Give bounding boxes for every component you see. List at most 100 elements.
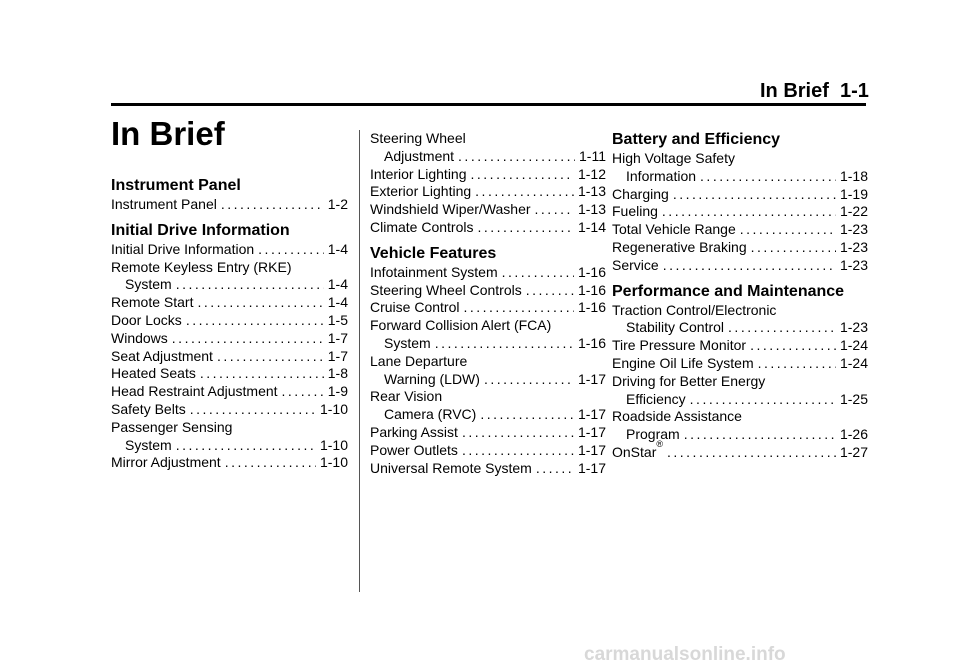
toc-entry-title: Remote Start — [111, 294, 194, 311]
toc-entry-page: 1-4 — [327, 294, 348, 311]
toc-entry-page: 1-16 — [577, 299, 606, 316]
toc-entry[interactable]: Warning (LDW)1-17 — [370, 371, 606, 389]
toc-entry[interactable]: Universal Remote System1-17 — [370, 460, 606, 478]
section-heading: Instrument Panel — [111, 177, 241, 194]
dot-leader — [435, 335, 574, 353]
dot-leader — [176, 276, 324, 294]
dot-leader — [484, 371, 574, 389]
toc-entry-title: Charging — [612, 185, 669, 202]
toc-entry-line1: Rear Vision — [370, 388, 443, 405]
toc-entry[interactable]: Head Restraint Adjustment1-9 — [111, 383, 348, 401]
toc-entry[interactable]: Steering Wheel Controls1-16 — [370, 282, 606, 300]
dot-leader — [751, 239, 836, 257]
toc-entry[interactable]: Windows1-7 — [111, 330, 348, 348]
toc-entry-page: 1-17 — [577, 459, 606, 476]
dot-leader — [462, 442, 574, 460]
toc-entry-title: Fueling — [612, 203, 658, 220]
toc-entry-title: Tire Pressure Monitor — [612, 337, 747, 354]
toc-entry-page: 1-16 — [577, 263, 606, 280]
toc-entry-page: 1-27 — [839, 443, 868, 460]
dot-leader — [258, 241, 324, 259]
dot-leader — [700, 168, 836, 186]
dot-leader — [673, 186, 836, 204]
toc-entry-page: 1-16 — [577, 334, 606, 351]
toc-entry-title: Engine Oil Life System — [612, 354, 754, 371]
toc-entry[interactable]: Adjustment1-11 — [370, 148, 606, 166]
toc-entry-page: 1-24 — [839, 354, 868, 371]
header-page-number: 1-1 — [840, 80, 869, 102]
page-title: In Brief — [111, 115, 225, 152]
toc-entry[interactable]: Windshield Wiper/Washer 1-13 — [370, 201, 606, 219]
toc-entry-page: 1-17 — [577, 370, 606, 387]
toc-entry-page: 1-22 — [839, 203, 868, 220]
toc-entry[interactable]: Information 1-18 — [612, 168, 868, 186]
dot-leader — [758, 355, 836, 373]
toc-entry-title: Initial Drive Information — [111, 240, 255, 257]
toc-entry-title: Stability Control — [626, 319, 725, 336]
toc-entry[interactable]: Service1-23 — [612, 257, 868, 275]
toc-entry[interactable]: Engine Oil Life System 1-24 — [612, 355, 868, 373]
toc-entry[interactable]: Remote Start 1-4 — [111, 294, 348, 312]
toc-entry-title: Parking Assist — [370, 423, 458, 440]
toc-entry[interactable]: Heated Seats1-8 — [111, 365, 348, 383]
toc-entry-title: Power Outlets — [370, 441, 458, 458]
toc-entry[interactable]: OnStar®1-27 — [612, 440, 868, 462]
toc-entry[interactable]: Mirror Adjustment1-10 — [111, 454, 348, 472]
toc-entry-page: 1-4 — [327, 240, 348, 257]
toc-entry[interactable]: Climate Controls1-14 — [370, 219, 606, 237]
toc-entry-title: System — [125, 276, 172, 293]
toc-entry[interactable]: Interior Lighting1-12 — [370, 166, 606, 184]
toc-entry[interactable]: Exterior Lighting1-13 — [370, 183, 606, 201]
toc-entry[interactable]: Instrument Panel1-2 — [111, 196, 348, 214]
toc-entry[interactable]: System1-4 — [111, 276, 348, 294]
toc-entry[interactable]: Seat Adjustment1-7 — [111, 348, 348, 366]
toc-entry-title: System — [125, 436, 172, 453]
toc-entry-title: Door Locks — [111, 311, 182, 328]
dot-leader — [502, 264, 574, 282]
toc-entry[interactable]: Power Outlets1-17 — [370, 442, 606, 460]
toc-entry-title: Regenerative Braking — [612, 238, 747, 255]
toc-entry[interactable]: Charging1-19 — [612, 186, 868, 204]
toc-entry-line1: Driving for Better Energy — [612, 372, 766, 389]
toc-entry[interactable]: Efficiency1-25 — [612, 391, 868, 409]
toc-entry[interactable]: System 1-10 — [111, 437, 348, 455]
toc-entry-page: 1-18 — [839, 167, 868, 184]
toc-entry[interactable]: Parking Assist1-17 — [370, 424, 606, 442]
toc-entry[interactable]: Cruise Control 1-16 — [370, 299, 606, 317]
toc-entry-page: 1-7 — [327, 347, 348, 364]
toc-entry-line1: Passenger Sensing — [111, 418, 233, 435]
section-heading: Vehicle Features — [370, 244, 497, 262]
dot-leader — [690, 391, 836, 409]
toc-entry-title: Total Vehicle Range — [612, 221, 736, 238]
toc-entry-title: Cruise Control — [370, 299, 460, 316]
dot-leader — [728, 319, 836, 337]
dot-leader — [536, 460, 574, 478]
toc-entry-title: Windshield Wiper/Washer — [370, 201, 531, 218]
toc-entry-page: 1-10 — [319, 436, 348, 453]
toc-entry-title: Heated Seats — [111, 365, 196, 382]
toc-entry-page: 1-13 — [577, 201, 606, 218]
toc-entry[interactable]: Tire Pressure Monitor 1-24 — [612, 337, 868, 355]
dot-leader — [663, 257, 836, 275]
toc-entry[interactable]: Total Vehicle Range1-23 — [612, 221, 868, 239]
toc-entry-title: Camera (RVC) — [384, 406, 477, 423]
toc-entry[interactable]: System1-16 — [370, 335, 606, 353]
toc-entry-title: Information — [626, 167, 697, 184]
toc-entry-page: 1-10 — [319, 454, 348, 471]
dot-leader — [186, 312, 324, 330]
toc-entry[interactable]: Program1-26 — [612, 426, 868, 444]
toc-entry[interactable]: Safety Belts1-10 — [111, 401, 348, 419]
toc-entry-title: Exterior Lighting — [370, 183, 472, 200]
toc-entry[interactable]: Stability Control1-23 — [612, 319, 868, 337]
toc-entry[interactable]: Fueling 1-22 — [612, 203, 868, 221]
toc-entry-title: Efficiency — [626, 390, 686, 407]
toc-entry[interactable]: Initial Drive Information 1-4 — [111, 241, 348, 259]
toc-entry-page: 1-24 — [839, 337, 868, 354]
toc-entry[interactable]: Regenerative Braking1-23 — [612, 239, 868, 257]
toc-entry[interactable]: Camera (RVC)1-17 — [370, 406, 606, 424]
dot-leader — [172, 330, 324, 348]
toc-entry[interactable]: Infotainment System1-16 — [370, 264, 606, 282]
toc-entry[interactable]: Door Locks1-5 — [111, 312, 348, 330]
